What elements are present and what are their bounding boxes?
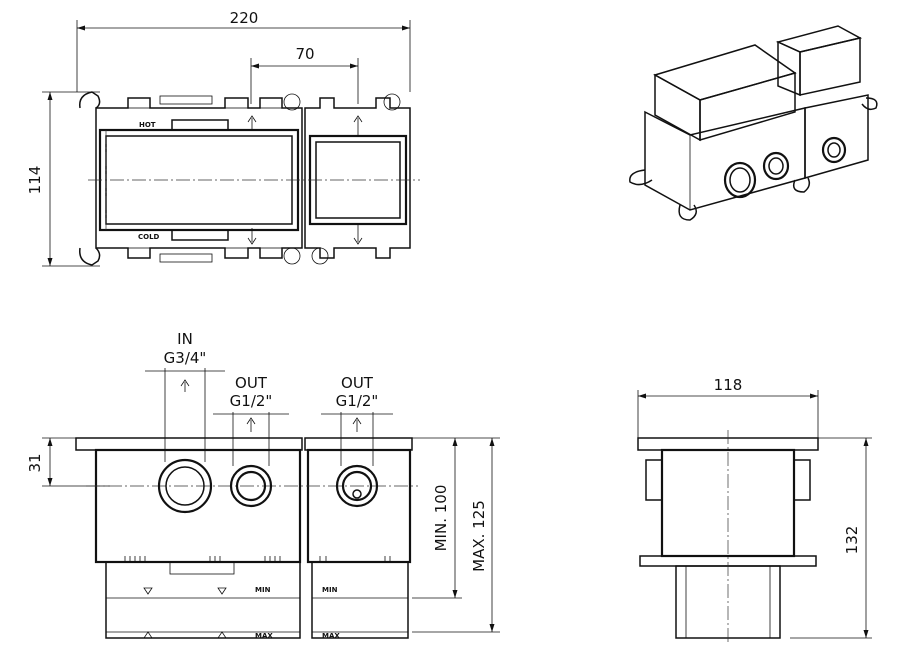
- max-dimension-value: MAX. 125: [470, 500, 488, 572]
- top-width-value: 220: [230, 9, 259, 27]
- iso-foot-left: [629, 169, 653, 186]
- left-down-arrow: [247, 228, 257, 245]
- iso-right-box-front: [799, 37, 861, 96]
- left-module-outline: [95, 97, 303, 259]
- left-module-flange: [95, 107, 303, 249]
- front-left-body: [94, 448, 302, 564]
- depth-dimension: 31: [26, 437, 110, 487]
- top-tab: [159, 95, 213, 105]
- side-height-value: 132: [843, 526, 861, 555]
- side-width-value: 118: [714, 376, 743, 394]
- iso-right-box-left: [777, 40, 801, 97]
- front-outlet-port-1: [229, 464, 273, 508]
- iso-outlet-port-2: [821, 136, 847, 164]
- iso-inlet-port: [723, 161, 757, 199]
- side-height-dimension: 132: [790, 437, 872, 639]
- right-module-outline: [304, 97, 411, 259]
- side-right-port: [793, 459, 811, 501]
- depth-value: 31: [26, 453, 44, 472]
- left-up-arrow: [247, 115, 257, 130]
- port-dimension-lines: [145, 368, 393, 466]
- iso-outlet-port-1: [762, 151, 790, 181]
- ear-top-left: [79, 91, 101, 109]
- iso-upper-box-left: [654, 73, 701, 142]
- front-right-extension: [311, 561, 409, 639]
- ear-bottom-mid: [283, 247, 301, 265]
- ear-bottom-left: [79, 247, 101, 266]
- right-up-arrow: [353, 115, 363, 136]
- outlet1-label: OUT: [235, 374, 268, 392]
- side-width-dimension: 118: [637, 376, 819, 440]
- outlet1-thread: G1/2": [230, 392, 273, 410]
- right-down-arrow: [353, 224, 363, 245]
- min-mark-left: MIN: [255, 586, 271, 594]
- cold-bracket: [171, 230, 229, 241]
- top-spacing-value: 70: [295, 45, 314, 63]
- min-dimension-value: MIN. 100: [432, 485, 450, 552]
- top-height-dimension: 114: [26, 91, 100, 267]
- front-inlet-port: [157, 458, 213, 514]
- bottom-tab: [159, 253, 213, 263]
- max-mark-left: MAX: [255, 632, 273, 640]
- iso-foot-front: [678, 204, 697, 221]
- max-mark-right: MAX: [322, 632, 340, 640]
- top-view: 220 70 114 HOT COLD: [26, 9, 420, 267]
- isometric-view: [629, 25, 878, 221]
- front-view: IN G3/4" OUT G1/2" OUT G1/2" 3: [26, 330, 500, 640]
- outlet2-thread: G1/2": [336, 392, 379, 410]
- iso-foot-mid: [792, 177, 811, 193]
- top-spacing-dimension: 70: [250, 45, 359, 104]
- iso-upper-box-top: [653, 44, 797, 101]
- min-mark-right: MIN: [322, 586, 338, 594]
- front-left-extension: [105, 561, 301, 639]
- side-view: 118 132: [637, 376, 872, 645]
- inlet-thread: G3/4": [164, 349, 207, 367]
- hot-label: HOT: [139, 121, 156, 129]
- iso-upper-box-front: [699, 72, 796, 142]
- front-left-flange: [75, 437, 303, 451]
- front-right-flange: [304, 437, 413, 451]
- iso-foot-right: [861, 97, 878, 111]
- iso-right-body: [804, 94, 869, 179]
- side-left-port: [645, 459, 663, 501]
- hot-bracket: [171, 119, 229, 130]
- min-max-dimensions: MIN. 100 MAX. 125: [412, 437, 500, 633]
- top-width-dimension: 220: [76, 9, 411, 92]
- ear-bottom-right: [311, 247, 329, 265]
- cold-label: COLD: [138, 233, 160, 241]
- top-height-value: 114: [26, 166, 44, 195]
- outlet2-label: OUT: [341, 374, 374, 392]
- ear-top-mid: [283, 93, 301, 111]
- inlet-label: IN: [177, 330, 193, 348]
- ear-top-right: [383, 93, 401, 111]
- front-outlet-port-2: [335, 464, 379, 508]
